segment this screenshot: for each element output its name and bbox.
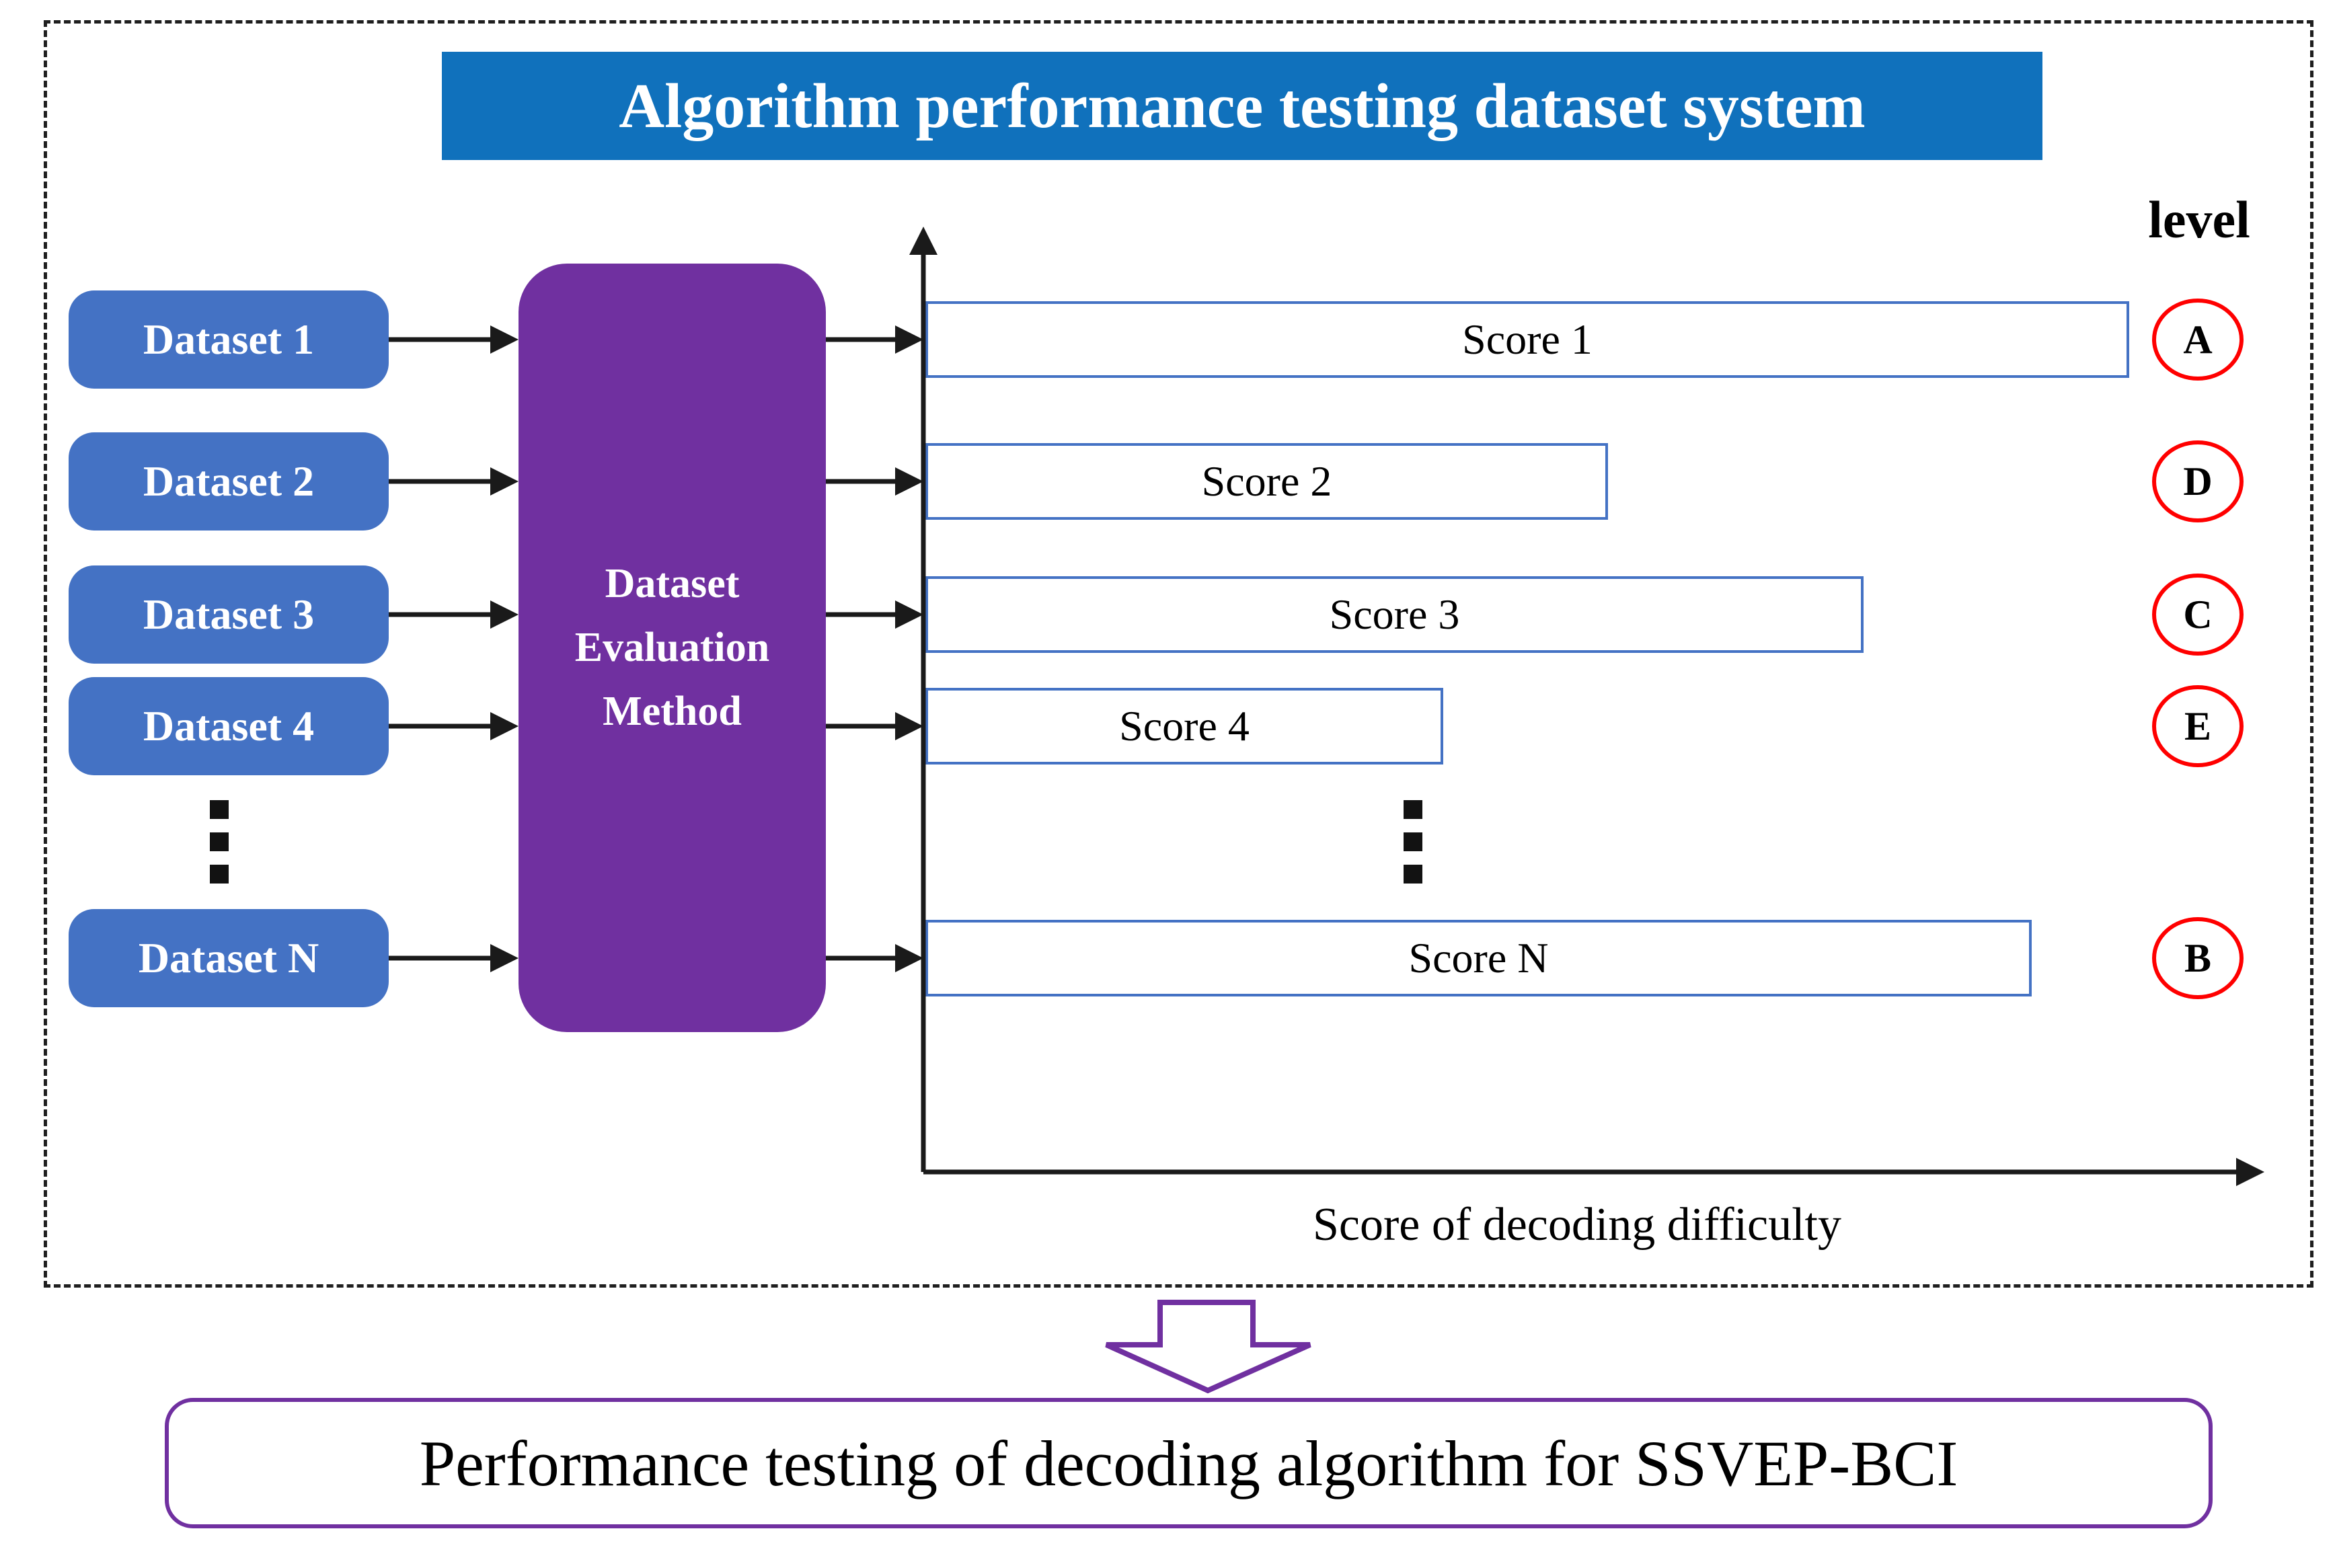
down-arrow-icon: [1105, 1300, 1311, 1394]
dataset-box-3: Dataset 3: [69, 565, 389, 664]
dataset-box-2: Dataset 2: [69, 432, 389, 531]
evaluator-line-2: Evaluation: [574, 625, 770, 670]
score-bar-label: Score 4: [1119, 702, 1250, 750]
evaluator-line-1: Dataset: [605, 561, 740, 606]
x-axis-label: Score of decoding difficulty: [1313, 1199, 1841, 1251]
level-badge-b: B: [2152, 917, 2244, 999]
level-badge-d: D: [2152, 440, 2244, 522]
dataset-box-n: Dataset N: [69, 909, 389, 1007]
score-bar-label: Score 1: [1462, 315, 1593, 363]
evaluator-line-3: Method: [603, 689, 742, 734]
score-bar-2: Score 2: [925, 443, 1608, 520]
score-bar-n: Score N: [925, 920, 2032, 996]
evaluation-method-box: Dataset Evaluation Method: [519, 264, 826, 1032]
score-bar-label: Score 2: [1201, 457, 1332, 505]
level-header: level: [2148, 190, 2250, 249]
score-bar-4: Score 4: [925, 688, 1443, 765]
diagram-frame: [44, 20, 2313, 1288]
score-bar-label: Score N: [1408, 934, 1549, 982]
dataset-box-1: Dataset 1: [69, 290, 389, 389]
score-bar-label: Score 3: [1329, 590, 1460, 638]
dataset-box-4: Dataset 4: [69, 677, 389, 775]
level-badge-e: E: [2152, 685, 2244, 767]
level-badge-c: C: [2152, 574, 2244, 656]
page-title: Algorithm performance testing dataset sy…: [442, 52, 2042, 160]
score-bar-3: Score 3: [925, 576, 1864, 653]
score-bar-1: Score 1: [925, 301, 2129, 378]
level-badge-a: A: [2152, 299, 2244, 381]
footer-statement: Performance testing of decoding algorith…: [165, 1398, 2213, 1528]
